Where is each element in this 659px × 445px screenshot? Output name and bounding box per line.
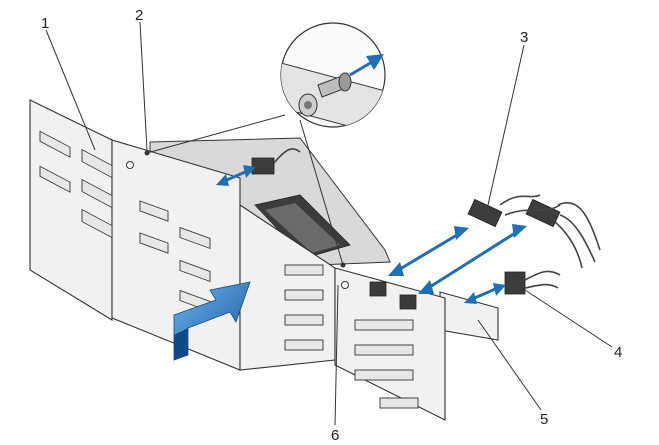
callout-5: 5 [540, 411, 548, 428]
callout-3: 3 [520, 29, 528, 46]
drive-slots-left [39, 130, 113, 239]
sas-cable-connector-a [467, 198, 503, 228]
detail-leader-right [299, 119, 344, 266]
power-cables [251, 148, 561, 295]
double-headed-arrow-icon [394, 230, 463, 274]
sas-cable-connector-b [525, 198, 561, 228]
pull-direction-arrow-icon [349, 60, 373, 77]
power-cable-connector [504, 271, 526, 295]
double-headed-arrow-icon [424, 228, 521, 292]
callout-1: 1 [41, 15, 49, 32]
sas-connector-b [399, 294, 417, 310]
screw [341, 281, 349, 289]
callout-2: 2 [135, 7, 143, 24]
sas-connector-a [369, 281, 387, 297]
drive-slots-right [284, 264, 419, 409]
callout-leaders [45, 21, 613, 426]
sas-cables [467, 194, 601, 269]
callout-6: 6 [331, 427, 339, 444]
screw [126, 161, 134, 169]
detail-leader-left [146, 114, 286, 154]
drive-slots-middle [139, 200, 211, 313]
connection-arrows [216, 165, 527, 304]
power-cable-connector-top [251, 157, 275, 175]
magnified-release-pin-icon [280, 22, 386, 128]
front-backplane-panel [334, 267, 446, 421]
backplane-assembly [29, 99, 499, 421]
callout-4: 4 [614, 344, 622, 361]
